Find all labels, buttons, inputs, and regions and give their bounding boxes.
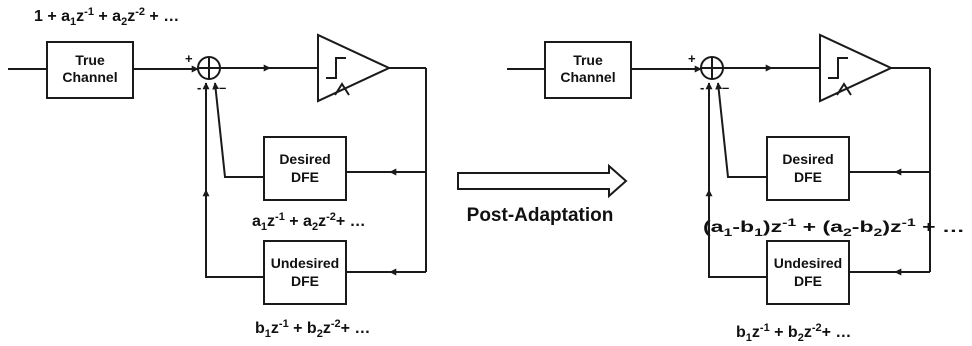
left-desired-feedback-path bbox=[212, 82, 264, 178]
left-slicer-step-icon bbox=[326, 57, 346, 79]
right-true-channel-label-2: Channel bbox=[560, 69, 615, 85]
expression-token: 1 bbox=[754, 227, 763, 239]
right-undesired-dfe-expression: b1z-1 + b2z-2+ … bbox=[736, 322, 851, 344]
left-desired-dfe-block bbox=[263, 136, 347, 201]
expression-token: -b bbox=[852, 219, 874, 236]
left-desired-dfe-label-1: Desired bbox=[279, 151, 330, 167]
post-adaptation-transition: Post-Adaptation bbox=[457, 163, 628, 226]
expression-token: z bbox=[752, 324, 760, 341]
left-true-channel-label-2: Channel bbox=[62, 69, 117, 85]
expression-token: 1 bbox=[746, 332, 752, 344]
expression-token: + a bbox=[285, 213, 312, 230]
expression-token: 1 bbox=[261, 221, 267, 233]
expression-token: -2 bbox=[812, 322, 822, 334]
expression-token: z bbox=[318, 213, 326, 230]
right-undesired-feedback-path bbox=[705, 82, 767, 278]
left-desired-dfe-expression: a1z-1 + a2z-2+ … bbox=[252, 211, 366, 233]
expression-token: 2 bbox=[843, 227, 852, 239]
right-desired-feedback-path bbox=[715, 82, 767, 178]
expression-token: + … bbox=[336, 213, 366, 230]
expression-token: )z bbox=[882, 219, 901, 236]
expression-token: z bbox=[323, 320, 331, 337]
right-plus-sign: + bbox=[688, 51, 696, 66]
expression-token: z bbox=[127, 8, 135, 25]
left-system: 1 + a1z-1 + a2z-2 + … True Channel + - – bbox=[8, 6, 427, 340]
post-adaptation-label: Post-Adaptation bbox=[467, 205, 614, 226]
expression-token: z bbox=[267, 213, 275, 230]
expression-token: 2 bbox=[317, 328, 323, 340]
right-slicer-step-icon bbox=[828, 57, 848, 79]
left-desired-dfe-label-2: DFE bbox=[291, 169, 319, 185]
right-desired-dfe-label-1: Desired bbox=[782, 151, 833, 167]
expression-token: 2 bbox=[874, 227, 883, 239]
left-undesired-dfe-block bbox=[263, 240, 347, 305]
left-slicer bbox=[317, 33, 392, 103]
right-undesired-dfe-label-1: Undesired bbox=[774, 255, 842, 271]
expression-token: 1 bbox=[724, 227, 733, 239]
expression-token: -2 bbox=[331, 318, 341, 330]
expression-token: a bbox=[252, 213, 261, 230]
right-true-channel-label-1: True bbox=[573, 52, 603, 68]
expression-token: 2 bbox=[312, 221, 318, 233]
expression-token: -1 bbox=[782, 217, 796, 229]
expression-token: 2 bbox=[798, 332, 804, 344]
left-undesired-dfe-label-2: DFE bbox=[291, 273, 319, 289]
expression-token: + … bbox=[822, 324, 852, 341]
right-slicer-clock-icon bbox=[836, 82, 852, 96]
expression-token: 1 bbox=[265, 328, 271, 340]
expression-token: z bbox=[76, 8, 84, 25]
expression-token: + a bbox=[94, 8, 121, 25]
left-minus-sign-1: - bbox=[197, 80, 201, 95]
expression-token: z bbox=[271, 320, 279, 337]
left-true-channel-label-1: True bbox=[75, 52, 105, 68]
expression-token: -1 bbox=[760, 322, 770, 334]
expression-token: 1 bbox=[70, 16, 76, 28]
expression-token: -1 bbox=[902, 217, 916, 229]
right-slicer bbox=[819, 33, 894, 103]
left-slicer-clock-icon bbox=[334, 82, 350, 96]
right-minus-sign-1: - bbox=[700, 80, 704, 95]
right-desired-dfe-label-2: DFE bbox=[794, 169, 822, 185]
right-minus-sign-2: – bbox=[722, 80, 729, 95]
expression-token: -1 bbox=[84, 6, 94, 18]
expression-token: )z bbox=[763, 219, 782, 236]
expression-token: -2 bbox=[135, 6, 145, 18]
right-desired-dfe-block bbox=[766, 136, 850, 201]
expression-token: + b bbox=[289, 320, 317, 337]
left-minus-sign-2: – bbox=[219, 80, 226, 95]
post-adaptation-arrow-icon bbox=[457, 163, 628, 199]
right-undesired-dfe-label-2: DFE bbox=[794, 273, 822, 289]
left-undesired-dfe-label-1: Undesired bbox=[271, 255, 339, 271]
expression-token: -1 bbox=[279, 318, 289, 330]
expression-token: (a bbox=[703, 219, 724, 236]
right-undesired-dfe-block bbox=[766, 240, 850, 305]
left-undesired-feedback-path bbox=[202, 82, 264, 278]
left-undesired-dfe-expression: b1z-1 + b2z-2+ … bbox=[255, 318, 370, 340]
expression-token: -1 bbox=[275, 211, 285, 223]
expression-token: + … bbox=[341, 320, 371, 337]
expression-token: + … bbox=[145, 8, 179, 25]
expression-token: -2 bbox=[326, 211, 336, 223]
expression-token: + … bbox=[916, 219, 965, 236]
left-channel-response-label: 1 + a1z-1 + a2z-2 + … bbox=[34, 6, 179, 28]
left-plus-sign: + bbox=[185, 51, 193, 66]
right-true-channel-block bbox=[544, 41, 632, 99]
expression-token: z bbox=[804, 324, 812, 341]
expression-token: -b bbox=[732, 219, 754, 236]
expression-token: b bbox=[736, 324, 746, 341]
expression-token: + b bbox=[770, 324, 798, 341]
expression-token: + (a bbox=[796, 219, 843, 236]
expression-token: 1 + a bbox=[34, 8, 70, 25]
expression-token: b bbox=[255, 320, 265, 337]
expression-token: 2 bbox=[121, 16, 127, 28]
